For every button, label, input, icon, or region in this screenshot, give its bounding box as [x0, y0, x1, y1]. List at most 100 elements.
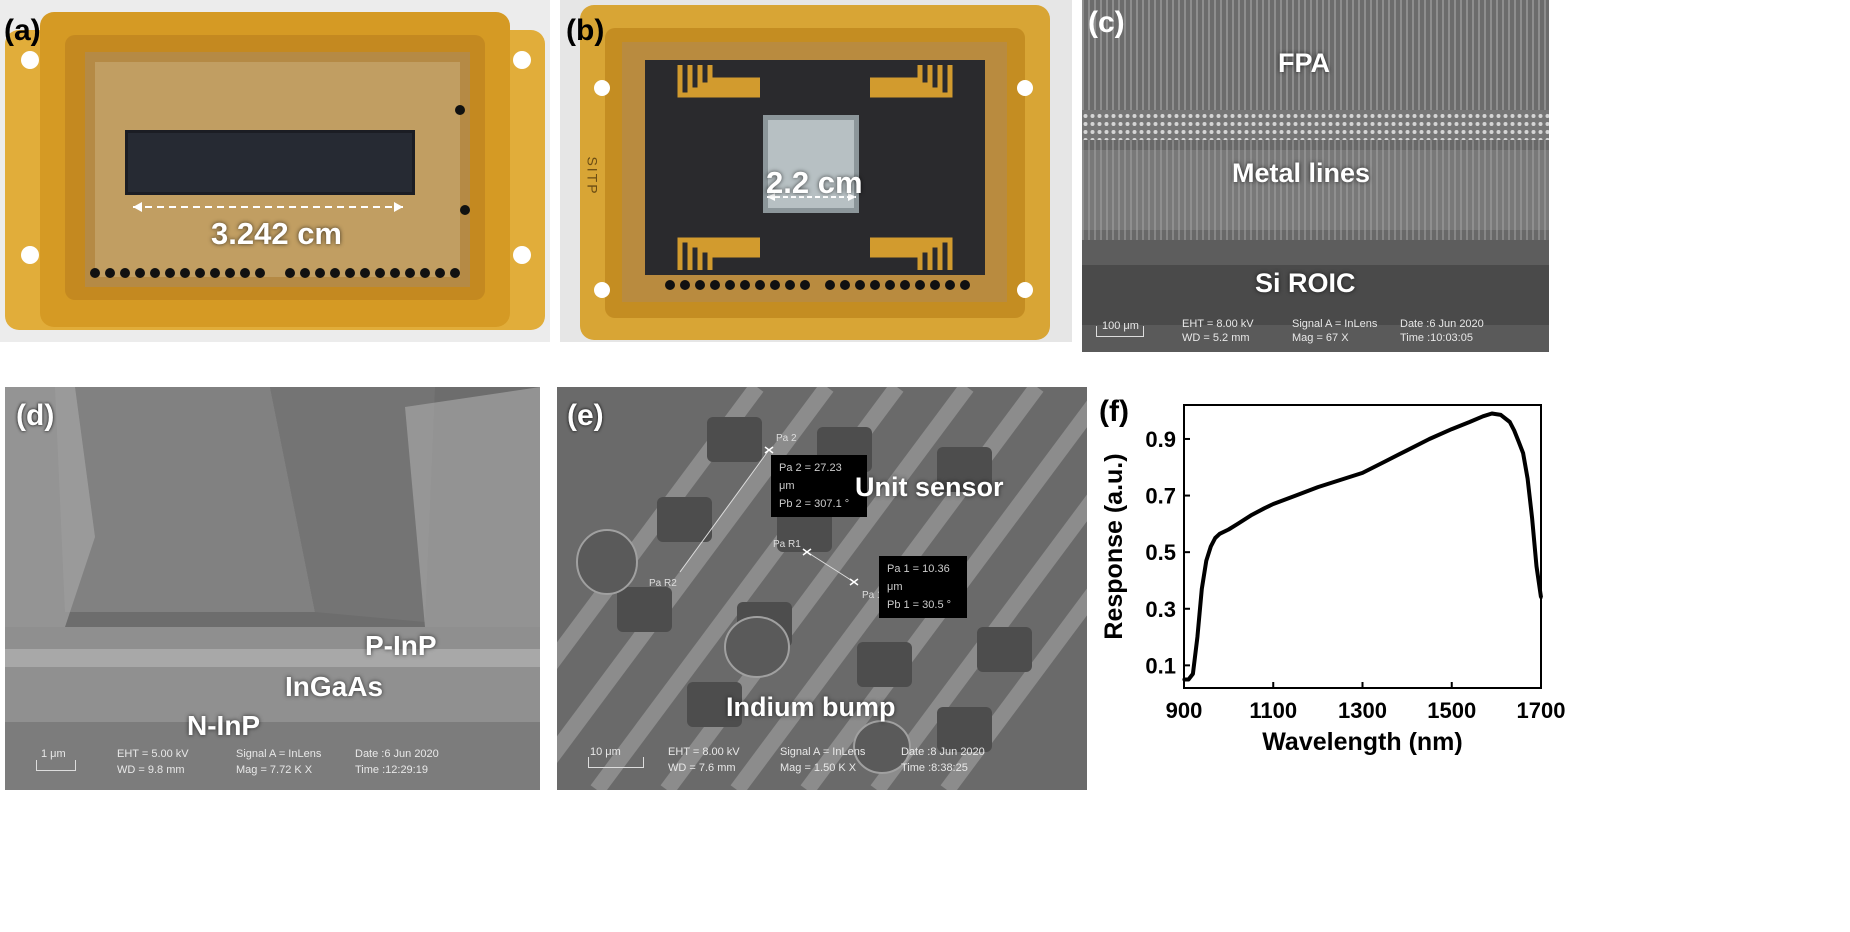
marker-par1: Pa R1 — [773, 539, 801, 550]
sem-time: Time :12:29:19 — [355, 764, 428, 776]
response-data-point — [1450, 427, 1454, 431]
marker-pa1: Pa 1 — [862, 590, 883, 601]
x-tick-label: 1300 — [1338, 698, 1387, 723]
sem-wd: WD = 9.8 mm — [117, 764, 185, 776]
response-data-point — [1182, 677, 1186, 682]
response-data-point — [1218, 532, 1222, 536]
response-data-point — [1235, 522, 1240, 526]
sem-eht: EHT = 8.00 kV — [1182, 318, 1254, 330]
panel-label-b: (b) — [566, 14, 605, 47]
response-data-point — [1227, 527, 1231, 532]
x-tick-label: 1700 — [1517, 698, 1566, 723]
layer-label-ingaas: InGaAs — [285, 671, 384, 702]
sem-scale-label: 100 μm — [1102, 320, 1139, 332]
label-metal-lines: Metal lines — [1232, 158, 1371, 188]
response-data-point — [1213, 536, 1217, 540]
response-data-point — [1427, 437, 1432, 441]
response-data-point — [1316, 485, 1320, 489]
sem-scale-label: 10 μm — [590, 746, 621, 758]
response-data-point — [1481, 414, 1485, 418]
marker-pa2: Pa 2 — [776, 433, 797, 444]
sem-scale-label: 1 μm — [41, 748, 66, 760]
response-data-point — [1186, 677, 1191, 682]
y-tick-label: 0.5 — [1145, 540, 1176, 565]
plot-frame — [1183, 404, 1542, 689]
sem-signal: Signal A = InLens — [1292, 318, 1378, 330]
sem-eht: EHT = 8.00 kV — [668, 746, 740, 758]
response-data-point — [1271, 502, 1275, 506]
y-tick-label: 0.9 — [1145, 427, 1176, 452]
response-data-point — [1534, 564, 1539, 568]
panel-label-a: (a) — [4, 14, 41, 47]
panel-b-photo: (b) 2.2 cm SITP — [560, 0, 1072, 342]
sem-signal: Signal A = InLens — [780, 746, 866, 758]
panel-label-f: (f) — [1099, 395, 1129, 428]
sem-image-e — [557, 387, 1087, 790]
dimension-label-a: 3.242 cm — [211, 216, 342, 251]
panel-label-e: (e) — [567, 399, 604, 432]
response-data-point — [1521, 451, 1525, 455]
sem-date: Date :6 Jun 2020 — [1400, 318, 1484, 330]
response-data-point — [1405, 448, 1409, 452]
label-si-roic: Si ROIC — [1255, 268, 1356, 298]
response-data-point — [1512, 428, 1516, 433]
response-data-point — [1499, 413, 1503, 417]
response-data-point — [1468, 420, 1472, 424]
measurement-1-length: Pa 1 = 10.36 μm — [887, 563, 950, 593]
response-data-point — [1508, 420, 1512, 424]
response-data-point — [1262, 506, 1266, 510]
response-series-line — [1184, 411, 1543, 682]
sem-scale-bar — [36, 760, 76, 771]
x-tick-label: 1100 — [1249, 698, 1297, 723]
measurement-box-2: Pa 2 = 27.23 μm Pb 2 = 307.1 ° — [771, 455, 867, 517]
dimension-label-b: 2.2 cm — [766, 165, 863, 200]
panel-d-sem: (d) P-InP InGaAs N-InP 1 μm EHT = 5.00 k… — [5, 387, 540, 790]
panel-c-sem: (c) FPA Metal lines Si ROIC 100 μm EHT =… — [1082, 0, 1549, 352]
measurement-2-length: Pa 2 = 27.23 μm — [779, 462, 842, 492]
sem-wd: WD = 7.6 mm — [668, 762, 736, 774]
y-tick-label: 0.3 — [1145, 597, 1176, 622]
sem-mag: Mag = 1.50 K X — [780, 762, 857, 774]
marker-par2: Pa R2 — [649, 578, 677, 589]
measurement-box-1: Pa 1 = 10.36 μm Pb 1 = 30.5 ° — [879, 556, 967, 618]
layer-label-p-inp: P-InP — [365, 630, 437, 661]
sem-mag: Mag = 67 X — [1292, 332, 1349, 344]
response-data-point — [1209, 544, 1213, 549]
fpa-package-photo-a — [5, 12, 545, 330]
response-data-point — [1293, 493, 1298, 498]
y-tick-label: 0.1 — [1145, 653, 1176, 678]
response-data-point — [1360, 471, 1365, 475]
panel-label-c: (c) — [1088, 6, 1125, 39]
sem-time: Time :10:03:05 — [1400, 332, 1473, 344]
sem-image-c — [1082, 0, 1549, 325]
response-data-point — [1338, 478, 1342, 482]
response-data-point — [1490, 411, 1494, 416]
response-data-point — [1383, 460, 1387, 464]
sem-wd: WD = 5.2 mm — [1182, 332, 1250, 344]
panel-e-sem: (e) Pa 2 Pa R2 Pa R1 Pa 1 Pa 2 = 27.23 μ… — [557, 387, 1087, 790]
response-data-point — [1191, 672, 1195, 676]
sem-date: Date :6 Jun 2020 — [355, 748, 439, 760]
panel-a-photo: (a) 3.242 cm — [0, 0, 550, 342]
sem-date: Date :8 Jun 2020 — [901, 746, 985, 758]
sem-scale-bar — [1096, 326, 1144, 337]
x-tick-label: 900 — [1166, 698, 1203, 723]
layer-label-n-inp: N-InP — [187, 710, 261, 741]
panel-label-d: (d) — [16, 399, 55, 432]
sem-image-d — [5, 387, 540, 790]
y-tick-label: 0.7 — [1145, 484, 1176, 509]
sem-scale-bar — [588, 757, 644, 768]
measurement-2-angle: Pb 2 = 307.1 ° — [779, 498, 850, 510]
response-data-point — [1249, 513, 1253, 517]
response-data-point — [1204, 559, 1208, 563]
label-indium-bump: Indium bump — [726, 692, 896, 722]
response-data-point — [1539, 595, 1543, 600]
package-stamp-sitp: SITP — [584, 156, 601, 196]
x-tick-label: 1500 — [1427, 698, 1476, 723]
sem-eht: EHT = 5.00 kV — [117, 748, 189, 760]
measurement-1-angle: Pb 1 = 30.5 ° — [887, 599, 952, 611]
label-unit-sensor: Unit sensor — [855, 472, 1004, 502]
y-axis-label: Response (a.u.) — [1100, 453, 1128, 639]
response-data-point — [1526, 476, 1530, 481]
